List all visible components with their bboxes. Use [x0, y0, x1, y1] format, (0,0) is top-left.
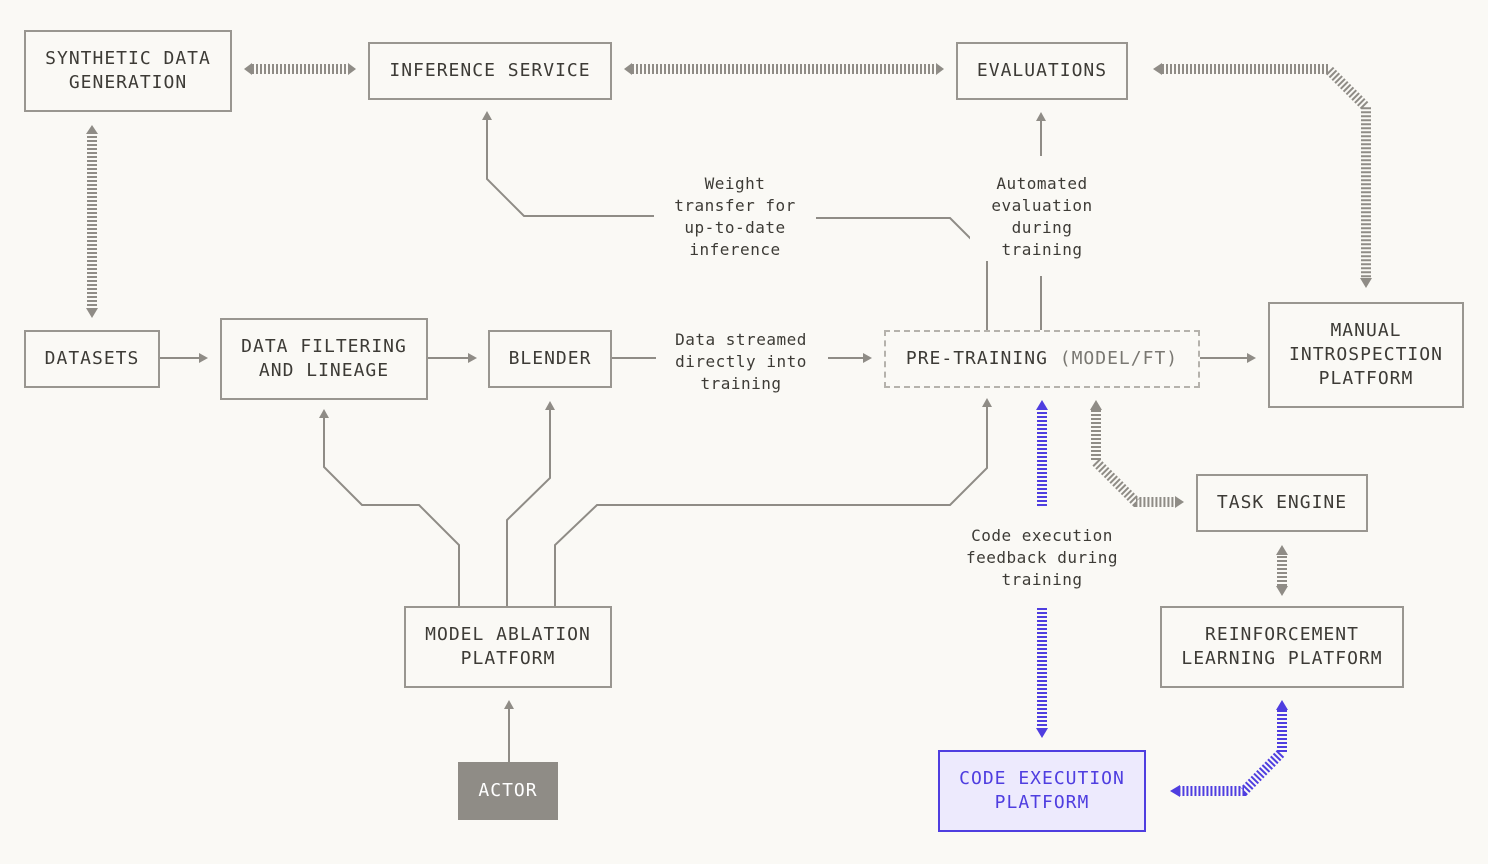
task-engine-node: TASK ENGINE [1196, 474, 1368, 532]
link-evaluations-manual [1153, 63, 1372, 288]
pre-training-suffix: (MODEL/FT) [1059, 348, 1179, 369]
link-synthetic-datasets [86, 125, 98, 318]
manual-introspection-node: MANUAL INTROSPECTION PLATFORM [1268, 302, 1464, 408]
link-pretraining-codeexec [1036, 400, 1048, 738]
arrowheads [199, 111, 1256, 709]
reinforcement-learning-node: REINFORCEMENT LEARNING PLATFORM [1160, 606, 1404, 688]
evaluations-node: EVALUATIONS [956, 42, 1128, 100]
link-synthetic-inference [244, 63, 356, 75]
pre-training-label: PRE-TRAINING [905, 348, 1048, 369]
actor-node: ACTOR [458, 762, 558, 820]
data-filtering-node: DATA FILTERING AND LINEAGE [220, 318, 428, 400]
automated-evaluation-label: Automated evaluation during training [970, 173, 1114, 261]
weight-transfer-label: Weight transfer for up-to-date inference [654, 173, 816, 261]
code-execution-node: CODE EXECUTION PLATFORM [938, 750, 1146, 832]
inference-service-node: INFERENCE SERVICE [368, 42, 612, 100]
link-taskengine-rl [1276, 545, 1288, 596]
datasets-node: DATASETS [24, 330, 160, 388]
code-execution-feedback-label: Code execution feedback during training [946, 525, 1138, 591]
pre-training-node: PRE-TRAINING (MODEL/FT) [884, 330, 1200, 388]
link-rl-codeexec [1170, 700, 1288, 797]
blender-node: BLENDER [488, 330, 612, 388]
link-inference-evaluations [624, 63, 944, 75]
model-ablation-node: MODEL ABLATION PLATFORM [404, 606, 612, 688]
synthetic-data-generation-node: SYNTHETIC DATA GENERATION [24, 30, 232, 112]
data-streamed-label: Data streamed directly into training [656, 329, 826, 395]
link-pretraining-taskengine [1090, 400, 1184, 508]
solid-links [160, 120, 1248, 762]
